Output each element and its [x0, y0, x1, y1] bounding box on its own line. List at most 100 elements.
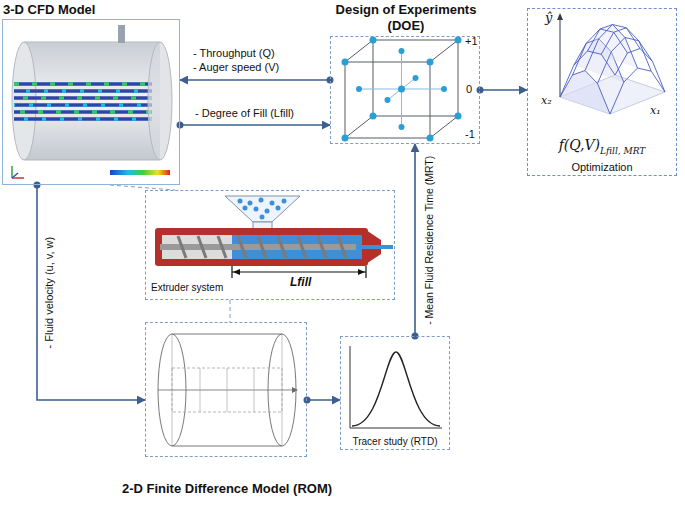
rom-grid-part	[282, 334, 283, 446]
doe-cube-part	[359, 89, 402, 90]
extruder-drawing-part	[276, 206, 281, 211]
formula-line: f(Q,V)Lfill, MRT	[528, 136, 676, 156]
cfd-render-part	[14, 117, 152, 121]
rtd-curve-part	[352, 352, 440, 426]
response-surface-part	[560, 18, 561, 97]
panel-caption: Optimization	[528, 161, 676, 174]
cfd-render-part	[11, 166, 13, 178]
doe-cube-part	[430, 116, 458, 138]
tracer-panel: Tracer study (RTD)	[340, 336, 450, 450]
doe-cube-part	[427, 59, 434, 66]
rom-grid	[158, 334, 298, 446]
panel-heading: Design of Experiments (DOE)	[316, 2, 496, 34]
extruder-drawing-part	[243, 206, 248, 211]
extruder-drawing-part	[238, 199, 243, 204]
level-label: -1	[465, 128, 475, 141]
doe-cube-part	[342, 135, 349, 142]
doe-cube-part	[455, 37, 462, 44]
rom-grid-part	[172, 334, 173, 446]
doe-cube-part	[345, 116, 373, 138]
doe-cube-part	[401, 89, 402, 127]
connector	[37, 185, 145, 400]
extruder-drawing-part	[233, 269, 240, 275]
cfd-render-part	[14, 117, 152, 121]
doe-cube-part	[399, 48, 405, 54]
axis-label: x₁	[650, 104, 661, 117]
extruder-drawing-part	[260, 215, 265, 220]
edge-label: - Fluid velocity (u, v, w)	[43, 234, 56, 350]
doe-cube-part	[402, 89, 445, 90]
extruder-drawing-part	[231, 266, 232, 278]
panel-heading: 3-D CFD Model	[3, 2, 95, 18]
response-surface-part	[601, 28, 651, 72]
extruder-drawing-part	[365, 266, 366, 278]
extruder-drawing-part	[362, 245, 393, 249]
flow-label: - Auger speed (V)	[193, 61, 279, 74]
flow-label: - Throughput (Q)	[193, 47, 275, 60]
extruder-drawing-part	[278, 236, 286, 258]
cfd-panel: 3-D CFD Model	[2, 19, 180, 185]
connector	[307, 399, 340, 401]
cfd-render-part	[148, 42, 172, 160]
rom-grid-part	[200, 368, 201, 412]
extruder-drawing-part	[225, 196, 300, 222]
response-surface-part	[573, 29, 628, 75]
doe-cube-part	[373, 40, 458, 116]
connector	[230, 300, 231, 322]
doe-cube-part	[345, 40, 373, 62]
extruder-drawing-part	[232, 271, 366, 272]
doe-cube-part	[370, 37, 377, 44]
connector-dot	[34, 182, 41, 189]
cfd-render-part	[14, 89, 152, 93]
response-surface	[557, 13, 665, 114]
response-surface-part	[585, 25, 640, 71]
optimization-panel: f(Q,V)Lfill, MRT Optimization	[527, 8, 677, 176]
extruder-drawing-part	[155, 228, 368, 266]
rom-grid-part	[172, 446, 282, 447]
extruder-drawing-part	[318, 236, 326, 258]
rtd-curve-part	[350, 346, 351, 428]
cfd-render-part	[14, 110, 152, 114]
extruder-drawing-part	[258, 236, 266, 258]
extruder-drawing-part	[270, 201, 275, 206]
extruder-drawing-part	[282, 199, 287, 204]
extruder-drawing-part	[259, 198, 264, 203]
connector	[180, 124, 330, 126]
cfd-render-part	[14, 82, 152, 86]
axis-label: x₂	[541, 94, 552, 107]
cfd-render-part	[14, 96, 152, 100]
function-label: f(Q,V)	[559, 137, 600, 153]
edge-label: - Degree of Fill (Lfill)	[193, 107, 296, 120]
cfd-render-part	[110, 170, 170, 175]
connector	[414, 144, 416, 336]
extruder-panel: Extruder system	[145, 190, 395, 300]
cfd-render-part	[12, 173, 18, 178]
cfd-render-part	[14, 103, 152, 107]
cfd-render-part	[14, 96, 152, 100]
connector-dot	[177, 122, 184, 129]
rom-grid-part	[292, 387, 298, 393]
connector-dot	[477, 87, 484, 94]
rtd-curve-part	[350, 428, 442, 429]
cfd-render-part	[14, 103, 152, 107]
connector	[180, 79, 330, 81]
cfd-render-part	[14, 89, 152, 93]
doe-cube-part	[370, 113, 377, 120]
extruder-drawing-part	[238, 236, 246, 258]
cfd-render-part	[24, 42, 160, 160]
doe-cube-part	[401, 51, 402, 89]
panel-caption: Tracer study (RTD)	[341, 436, 449, 448]
cfd-render-part	[118, 25, 125, 43]
doe-cube-part	[345, 62, 430, 138]
extruder-drawing-part	[218, 236, 226, 258]
doe-cube-part	[399, 124, 405, 130]
cfd-render-part	[14, 82, 152, 86]
doe-cube-part	[427, 135, 434, 142]
doe-cube-part	[356, 86, 362, 92]
cfd-render-part	[14, 110, 152, 114]
connector-dot	[304, 397, 311, 404]
rom-panel: 2-D Finite Difference Model (ROM)	[145, 322, 307, 457]
